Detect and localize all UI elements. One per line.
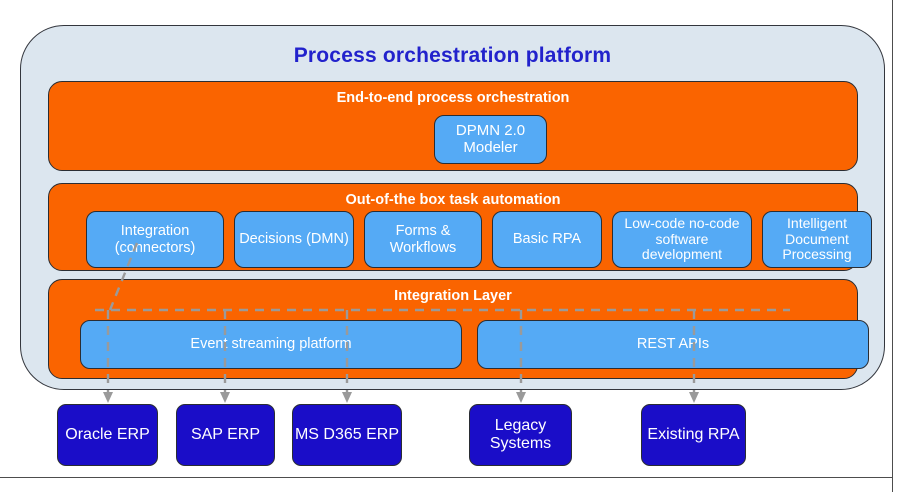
layer-task-automation: Out-of-the box task automation Integrati… <box>48 183 872 271</box>
tile-decisions-dmn[interactable]: Decisions (DMN) <box>234 211 354 268</box>
tile-dpmn-modeler[interactable]: DPMN 2.0 Modeler <box>434 115 547 164</box>
system-ms-d365-erp[interactable]: MS D365 ERP <box>292 404 402 466</box>
system-existing-rpa[interactable]: Existing RPA <box>641 404 746 466</box>
tile-rest-apis[interactable]: REST APIs <box>477 320 869 369</box>
system-sap-erp[interactable]: SAP ERP <box>176 404 275 466</box>
page-frame-bottom-rule <box>0 477 893 478</box>
tile-low-code-no-code[interactable]: Low-code no-code software development <box>612 211 752 268</box>
layer-title-task-automation: Out-of-the box task automation <box>345 192 561 208</box>
layer-end-to-end-orchestration: End-to-end process orchestration DPMN 2.… <box>48 81 858 171</box>
page-frame-right-rule <box>892 0 893 492</box>
layer-title-orchestration: End-to-end process orchestration <box>336 90 570 106</box>
tile-intelligent-document-processing[interactable]: Intelligent Document Processing <box>762 211 872 268</box>
tile-integration-connectors[interactable]: Integration (connectors) <box>86 211 224 268</box>
process-orchestration-platform-panel: Process orchestration platform End-to-en… <box>20 25 885 390</box>
tile-basic-rpa[interactable]: Basic RPA <box>492 211 602 268</box>
platform-title: Process orchestration platform <box>293 44 612 67</box>
system-oracle-erp[interactable]: Oracle ERP <box>57 404 158 466</box>
system-legacy-systems[interactable]: Legacy Systems <box>469 404 572 466</box>
layer-title-integration: Integration Layer <box>394 288 512 304</box>
tile-event-streaming-platform[interactable]: Event streaming platform <box>80 320 462 369</box>
tile-forms-workflows[interactable]: Forms & Workflows <box>364 211 482 268</box>
layer-integration: Integration Layer Event streaming platfo… <box>48 279 869 379</box>
